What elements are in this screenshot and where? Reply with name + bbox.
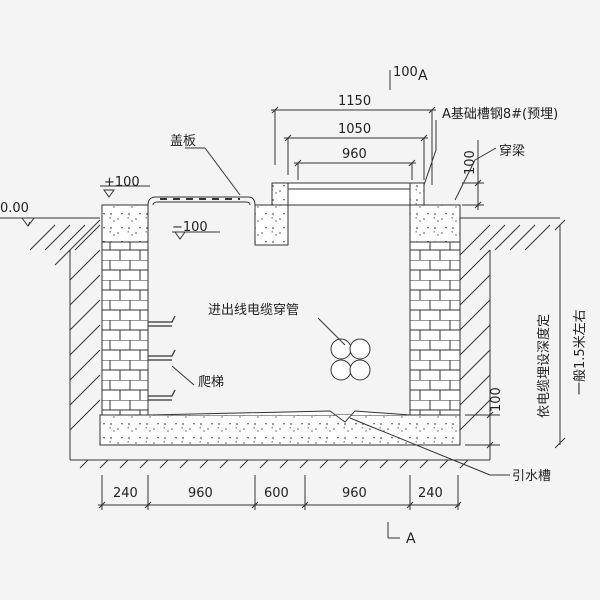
dim-960: 960 [342,147,367,162]
bottom-dimensions [98,475,462,539]
drain-groove [149,410,411,423]
label-channel-steel: A基础槽钢8#(预埋) [442,107,558,122]
label-drain-groove: 引水槽 [512,469,551,484]
elevation-ground-marker [0,217,35,227]
bottom-dim-3: 600 [264,486,289,501]
middle-beam-step [271,182,289,206]
ground-hatch-right [459,217,560,460]
leader-ladder [171,365,195,386]
elevation-ground: 0.00 [0,201,29,216]
bottom-dim-5: 240 [418,486,443,501]
depth-dimension [465,219,566,450]
bottom-dim-4: 960 [342,486,367,501]
leader-conduit [317,317,346,346]
dim-100-floor: 100 [489,387,504,412]
dim-100-right: 100 [463,150,478,175]
dim-1150: 1150 [338,94,371,109]
section-bottom-letter: A [406,531,416,547]
right-brick-wall [409,241,461,416]
elevation-top-marker [100,185,150,198]
cable-conduits [330,338,371,381]
depth-note-2: 一般1.5米左右 [572,309,588,395]
middle-beam-left [254,204,289,246]
left-brick-wall [101,241,149,416]
label-cable-conduit: 进出线电缆穿管 [208,302,299,318]
elevation-inner-marker [172,231,220,240]
ground-hatch-left [0,217,101,460]
elevation-inner-top: −100 [172,220,208,235]
left-cover-plate [147,196,256,206]
dim-1050: 1050 [338,122,371,137]
label-ladder: 爬梯 [198,375,224,390]
label-cover-plate: 盖板 [170,134,196,149]
section-top-number: 100 [393,65,418,80]
right-channel-steel [409,182,425,206]
depth-note-1: 依电缆埋设深度定 [536,314,552,418]
bottom-dim-1: 240 [113,486,138,501]
right-cover-plate-rim [287,182,411,190]
left-top-cap [101,204,149,243]
top-dimensions [271,70,484,210]
right-top-cap [409,204,461,243]
ladder [148,315,176,401]
bottom-dim-2: 960 [188,486,213,501]
leader-drain [349,417,491,476]
ground-hatch-bottom [70,459,490,469]
label-tie-beam: 穿梁 [499,143,525,159]
section-top-letter: A [418,68,428,84]
elevation-cover-top: +100 [104,175,140,190]
